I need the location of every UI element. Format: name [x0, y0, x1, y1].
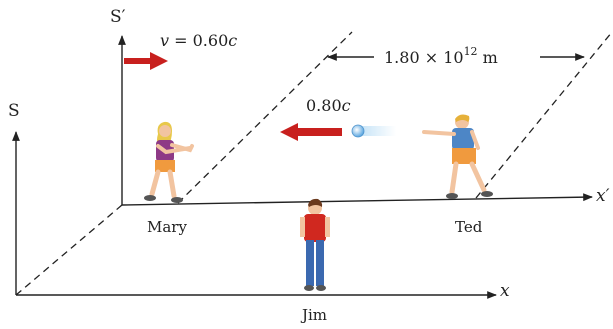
ball-speed-label: 0.80c: [306, 96, 351, 115]
frame-edge-left: [15, 204, 123, 296]
distance-text: 1.80 × 10: [384, 48, 464, 67]
ball-motion-trail: [360, 126, 396, 136]
s-frame-label: S: [8, 101, 20, 121]
jim-figure: [300, 198, 330, 291]
ball-speed-value: 0.80: [306, 96, 342, 115]
velocity-label: v = 0.60c: [160, 31, 237, 50]
s-prime-x-axis: [121, 193, 593, 206]
distance-unit: m: [478, 48, 498, 67]
frame-edge-mary: [177, 31, 353, 204]
ball: [351, 124, 365, 138]
s-prime-frame-label: S′: [110, 7, 126, 27]
jim-label: Jim: [300, 306, 327, 324]
mary-figure: [144, 121, 194, 203]
velocity-equals: =: [169, 31, 193, 50]
velocity-value: 0.60: [193, 31, 229, 50]
velocity-symbol: v: [160, 31, 169, 50]
x-axis-label: x: [500, 281, 510, 301]
ted-figure: [422, 114, 493, 199]
ted-label: Ted: [455, 218, 483, 236]
x-prime-axis-label: x′: [596, 186, 610, 206]
ball-velocity-arrow: [280, 123, 342, 141]
mary-label: Mary: [147, 218, 187, 236]
velocity-arrow: [124, 52, 168, 70]
velocity-unit: c: [228, 31, 237, 50]
distance-exponent: 12: [464, 45, 478, 58]
ball-speed-unit: c: [342, 96, 351, 115]
distance-label: 1.80 × 1012 m: [384, 45, 498, 67]
